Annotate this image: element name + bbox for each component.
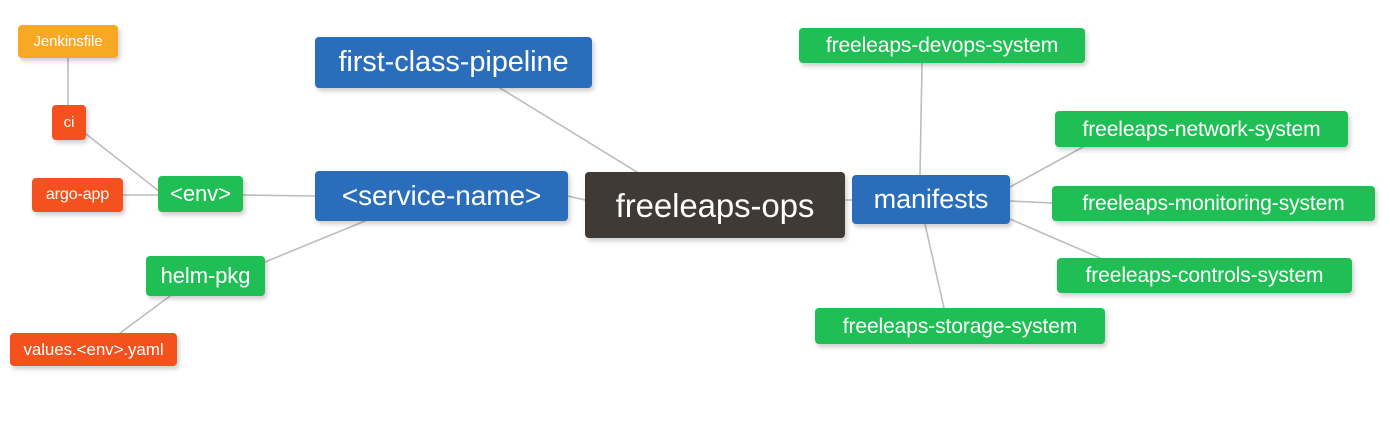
mindmap-node-freeleaps-monitoring-system[interactable]: freeleaps-monitoring-system xyxy=(1052,186,1375,221)
mindmap-node-label: Jenkinsfile xyxy=(33,33,103,50)
mindmap-node-service-name[interactable]: <service-name> xyxy=(315,171,568,221)
mindmap-node-label: manifests xyxy=(873,184,989,214)
mindmap-node-label: freeleaps-monitoring-system xyxy=(1082,192,1345,215)
mindmap-node-helm-pkg[interactable]: helm-pkg xyxy=(146,256,265,296)
edge-manifests-to-freeleaps-controls-system xyxy=(1009,218,1101,259)
mindmap-node-label: freeleaps-devops-system xyxy=(825,34,1059,57)
mindmap-node-manifests[interactable]: manifests xyxy=(852,175,1010,224)
mindmap-node-label: freeleaps-storage-system xyxy=(842,314,1078,338)
mindmap-node-freeleaps-devops-system[interactable]: freeleaps-devops-system xyxy=(799,28,1085,63)
edge-manifests-to-freeleaps-monitoring-system xyxy=(1009,200,1053,204)
edge-manifests-to-freeleaps-devops-system xyxy=(919,62,923,176)
mindmap-node-env[interactable]: <env> xyxy=(158,176,243,212)
mindmap-node-label: freeleaps-network-system xyxy=(1082,117,1321,141)
edge-service-name-to-helm-pkg xyxy=(264,220,366,263)
mindmap-node-label: values.<env>.yaml xyxy=(23,340,164,359)
mindmap-node-label: argo-app xyxy=(45,186,110,203)
mindmap-node-argo-app[interactable]: argo-app xyxy=(32,178,123,212)
mindmap-node-label: ci xyxy=(63,114,75,131)
edge-manifests-to-freeleaps-storage-system xyxy=(924,223,945,309)
mindmap-node-jenkinsfile[interactable]: Jenkinsfile xyxy=(18,25,118,58)
mindmap-node-freeleaps-storage-system[interactable]: freeleaps-storage-system xyxy=(815,308,1105,344)
mindmap-node-freeleaps-network-system[interactable]: freeleaps-network-system xyxy=(1055,111,1348,147)
mindmap-node-first-class-pipeline[interactable]: first-class-pipeline xyxy=(315,37,592,88)
mindmap-node-freeleaps-ops[interactable]: freeleaps-ops xyxy=(585,172,845,238)
edge-manifests-to-freeleaps-network-system xyxy=(1009,146,1084,188)
mindmap-node-label: <service-name> xyxy=(341,180,542,211)
mindmap-node-label: freeleaps-ops xyxy=(615,186,815,224)
edge-env-to-service-name xyxy=(242,194,316,197)
edge-first-class-pipeline-to-freeleaps-ops xyxy=(499,87,638,173)
mindmap-node-freeleaps-controls-system[interactable]: freeleaps-controls-system xyxy=(1057,258,1352,293)
edge-service-name-to-freeleaps-ops xyxy=(567,195,586,201)
mindmap-node-values-yaml[interactable]: values.<env>.yaml xyxy=(10,333,177,366)
mindmap-node-label: <env> xyxy=(170,181,231,206)
mindmap-node-label: helm-pkg xyxy=(160,263,251,288)
mindmap-node-ci[interactable]: ci xyxy=(52,105,86,140)
mindmap-node-label: first-class-pipeline xyxy=(338,46,569,78)
mindmap-node-label: freeleaps-controls-system xyxy=(1085,264,1324,287)
edge-helm-pkg-to-values-yaml xyxy=(119,295,171,334)
